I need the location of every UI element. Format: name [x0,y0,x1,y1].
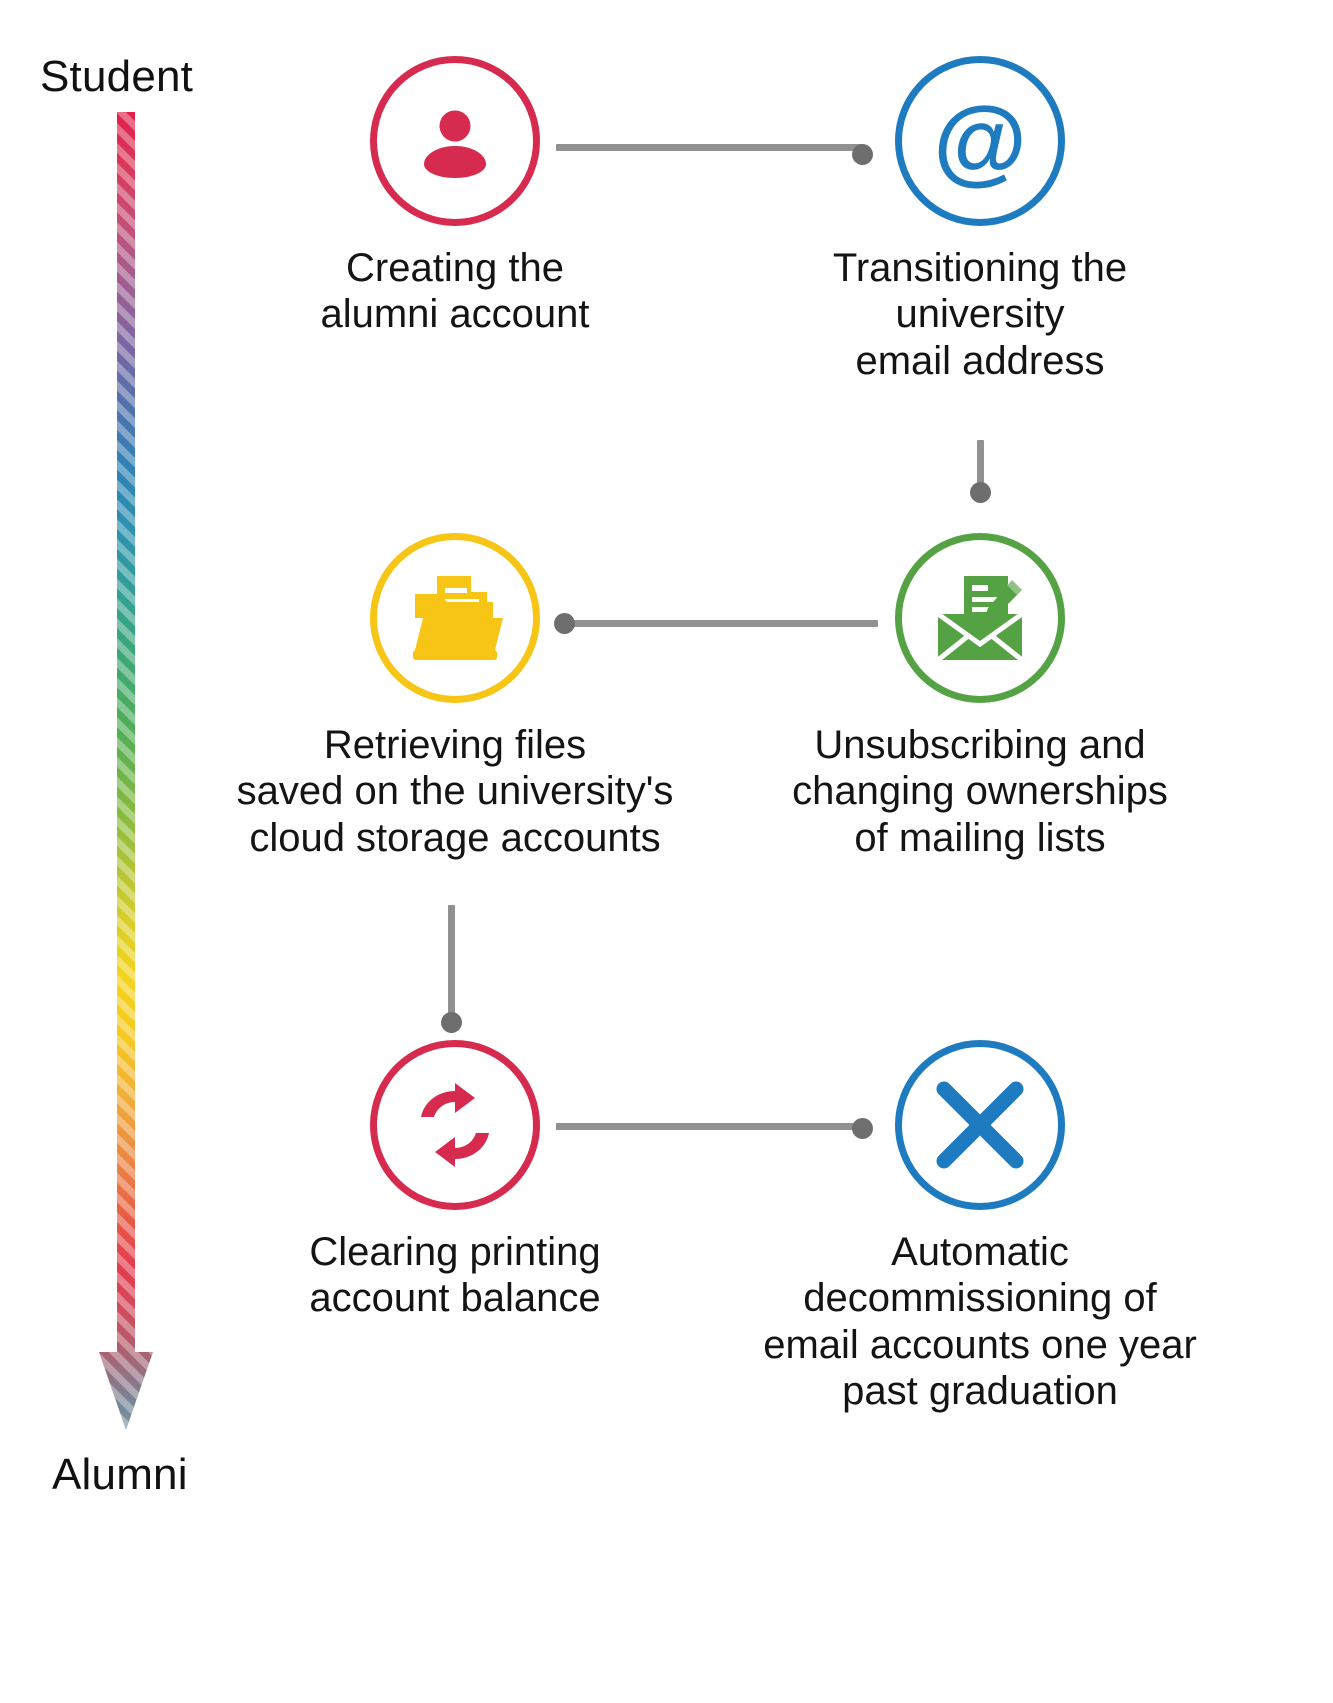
node-circle-decommissioning-email[interactable] [895,1040,1065,1210]
node-caption-unsubscribing-mailing-lists: Unsubscribing and changing ownerships of… [792,723,1168,860]
node-circle-creating-alumni-account[interactable] [370,56,540,226]
node-circle-retrieving-files[interactable] [370,533,540,703]
connector-line-printing-to-decommission [556,1123,862,1130]
connector-line-files-to-printing [448,905,455,1025]
node-circle-transitioning-email[interactable]: @ [895,56,1065,226]
svg-text:@: @ [933,91,1027,191]
connector-dot-files-to-printing [441,1012,462,1033]
at-sign-icon: @ [933,91,1027,191]
connector-line-creating-to-email [556,144,862,151]
node-caption-creating-alumni-account: Creating the alumni account [320,246,590,337]
close-x-icon [936,1081,1024,1169]
refresh-sync-icon [421,1083,489,1167]
timeline-start-label: Student [40,52,194,101]
node-caption-decommissioning-email: Automatic decommissioning of email accou… [763,1230,1197,1414]
connector-dot-creating-to-email [852,144,873,165]
node-circle-unsubscribing-mailing-lists[interactable] [895,533,1065,703]
node-caption-transitioning-email: Transitioning the university email addre… [832,246,1128,383]
node-caption-clearing-printing-balance: Clearing printing account balance [309,1230,601,1321]
connector-dot-email-to-mailing [970,482,991,503]
person-icon [424,110,486,178]
connector-dot-printing-to-decommission [852,1118,873,1139]
connector-dot-mailing-to-files [554,613,575,634]
folder-documents-icon [413,576,503,660]
connector-line-mailing-to-files [562,620,878,627]
node-circle-clearing-printing-balance[interactable] [370,1040,540,1210]
timeline-gradient-arrow [99,112,153,1430]
node-caption-retrieving-files: Retrieving files saved on the university… [236,723,674,860]
mail-edit-icon [936,576,1024,662]
timeline-end-label: Alumni [52,1450,188,1499]
connector-line-email-to-mailing [977,440,984,498]
